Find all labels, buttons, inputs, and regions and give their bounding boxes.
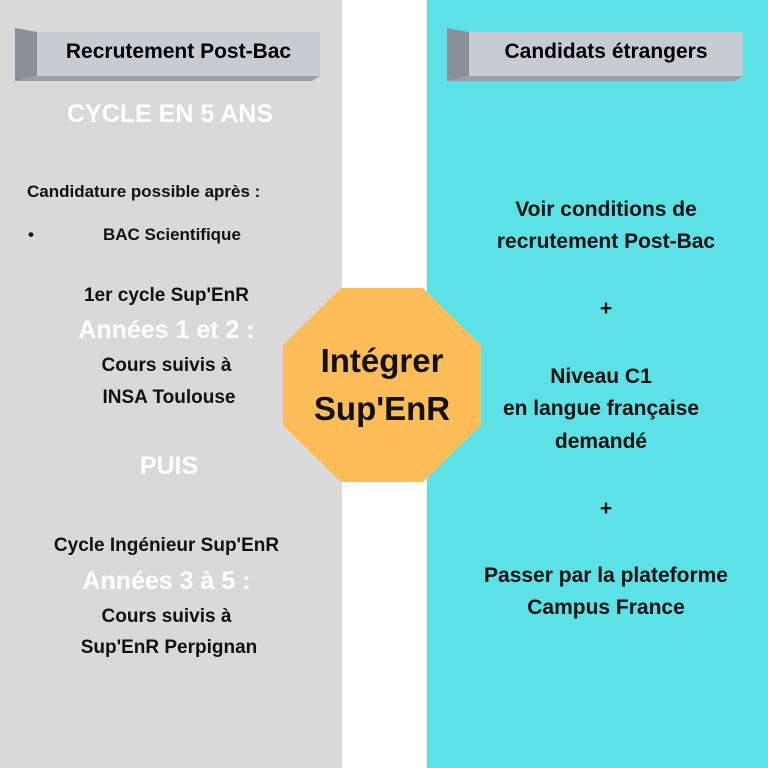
octagon-shape — [283, 288, 481, 482]
campus-line-2: Campus France — [527, 596, 685, 619]
puis-label: PUIS — [139, 452, 199, 480]
school-1-label: INSA Toulouse — [102, 387, 236, 408]
years-3-5-label: Années 3 à 5 : — [82, 567, 251, 595]
courses-1-label: Cours suivis à — [101, 355, 232, 376]
left-header-banner: Recrutement Post-Bac — [15, 28, 320, 81]
first-cycle-label: 1er cycle Sup'EnR — [83, 285, 250, 306]
right-header-banner: Candidats étrangers — [447, 28, 743, 81]
cycle-title: CYCLE EN 5 ANS — [66, 100, 274, 128]
bullet-marker: • — [28, 225, 34, 244]
right-panel — [427, 0, 768, 768]
center-title-line-1: Intégrer — [320, 342, 444, 379]
conditions-line-2: recrutement Post-Bac — [496, 230, 716, 253]
right-header-shape — [447, 28, 743, 81]
left-header-shape — [15, 28, 320, 81]
center-octagon: Intégrer Sup'EnR — [283, 288, 481, 482]
plus-sign-2: + — [599, 497, 613, 520]
engineer-cycle-label: Cycle Ingénieur Sup'EnR — [53, 535, 280, 556]
plus-sign-1: + — [599, 297, 613, 320]
center-title-line-2: Sup'EnR — [313, 390, 451, 427]
school-2-label: Sup'EnR Perpignan — [80, 637, 258, 658]
level-line-1: Niveau C1 — [550, 365, 652, 388]
level-line-3: demandé — [554, 430, 648, 453]
courses-2-label: Cours suivis à — [101, 606, 232, 627]
bac-item: BAC Scientifique — [103, 225, 241, 244]
right-header-label: Candidats étrangers — [504, 40, 708, 63]
left-header-label: Recrutement Post-Bac — [65, 40, 292, 63]
level-line-2: en langue française — [502, 397, 700, 420]
years-1-2-label: Années 1 et 2 : — [78, 316, 255, 344]
candidature-text: Candidature possible après : — [27, 182, 261, 201]
campus-line-1: Passer par la plateforme — [484, 564, 728, 587]
conditions-line-1: Voir conditions de — [515, 198, 697, 221]
